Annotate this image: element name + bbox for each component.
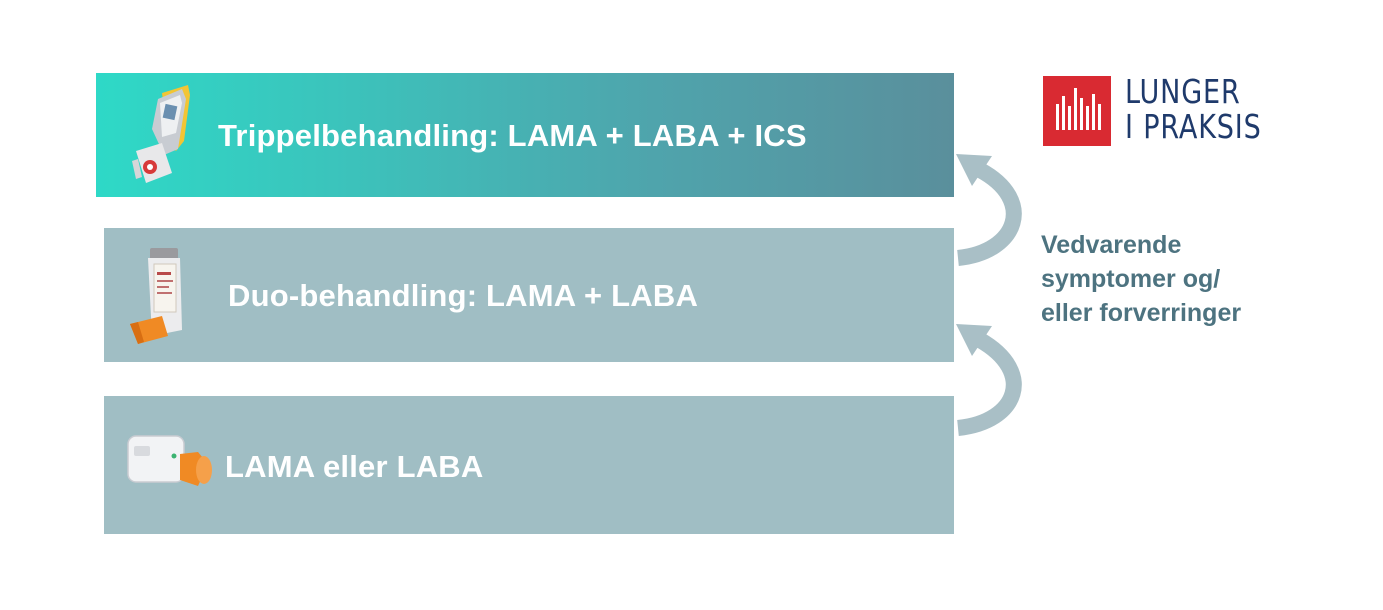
side-note-line-1: Vedvarende bbox=[1041, 231, 1182, 259]
side-note-line-2: symptomer og/ bbox=[1041, 265, 1221, 293]
step-duo-therapy: Duo-behandling: LAMA + LABA bbox=[104, 228, 954, 362]
step-triple-therapy: Trippelbehandling: LAMA + LABA + ICS bbox=[96, 73, 954, 197]
lung-bars-logo-icon bbox=[1043, 76, 1111, 146]
persistent-symptoms-note: Vedvarende symptomer og/ eller forverrin… bbox=[1041, 228, 1241, 330]
step-label-single: LAMA eller LABA bbox=[225, 449, 484, 484]
logo-line-2: I PRAKSIS bbox=[1125, 107, 1262, 146]
step-single-therapy: LAMA eller LABA bbox=[104, 396, 954, 534]
logo-line-1: LUNGER bbox=[1125, 72, 1241, 111]
triple-inhaler-icon bbox=[132, 85, 190, 183]
step-label-duo: Duo-behandling: LAMA + LABA bbox=[228, 278, 699, 313]
escalation-arrow-icon bbox=[956, 154, 1022, 436]
single-inhaler-icon bbox=[127, 435, 212, 486]
side-note-line-3: eller forverringer bbox=[1041, 299, 1242, 327]
lunger-i-praksis-logo: LUNGER I PRAKSIS bbox=[1043, 74, 1273, 148]
duo-inhaler-icon bbox=[130, 248, 182, 344]
step-label-triple: Trippelbehandling: LAMA + LABA + ICS bbox=[218, 118, 807, 153]
logo-wordmark: LUNGER I PRAKSIS bbox=[1125, 74, 1262, 144]
